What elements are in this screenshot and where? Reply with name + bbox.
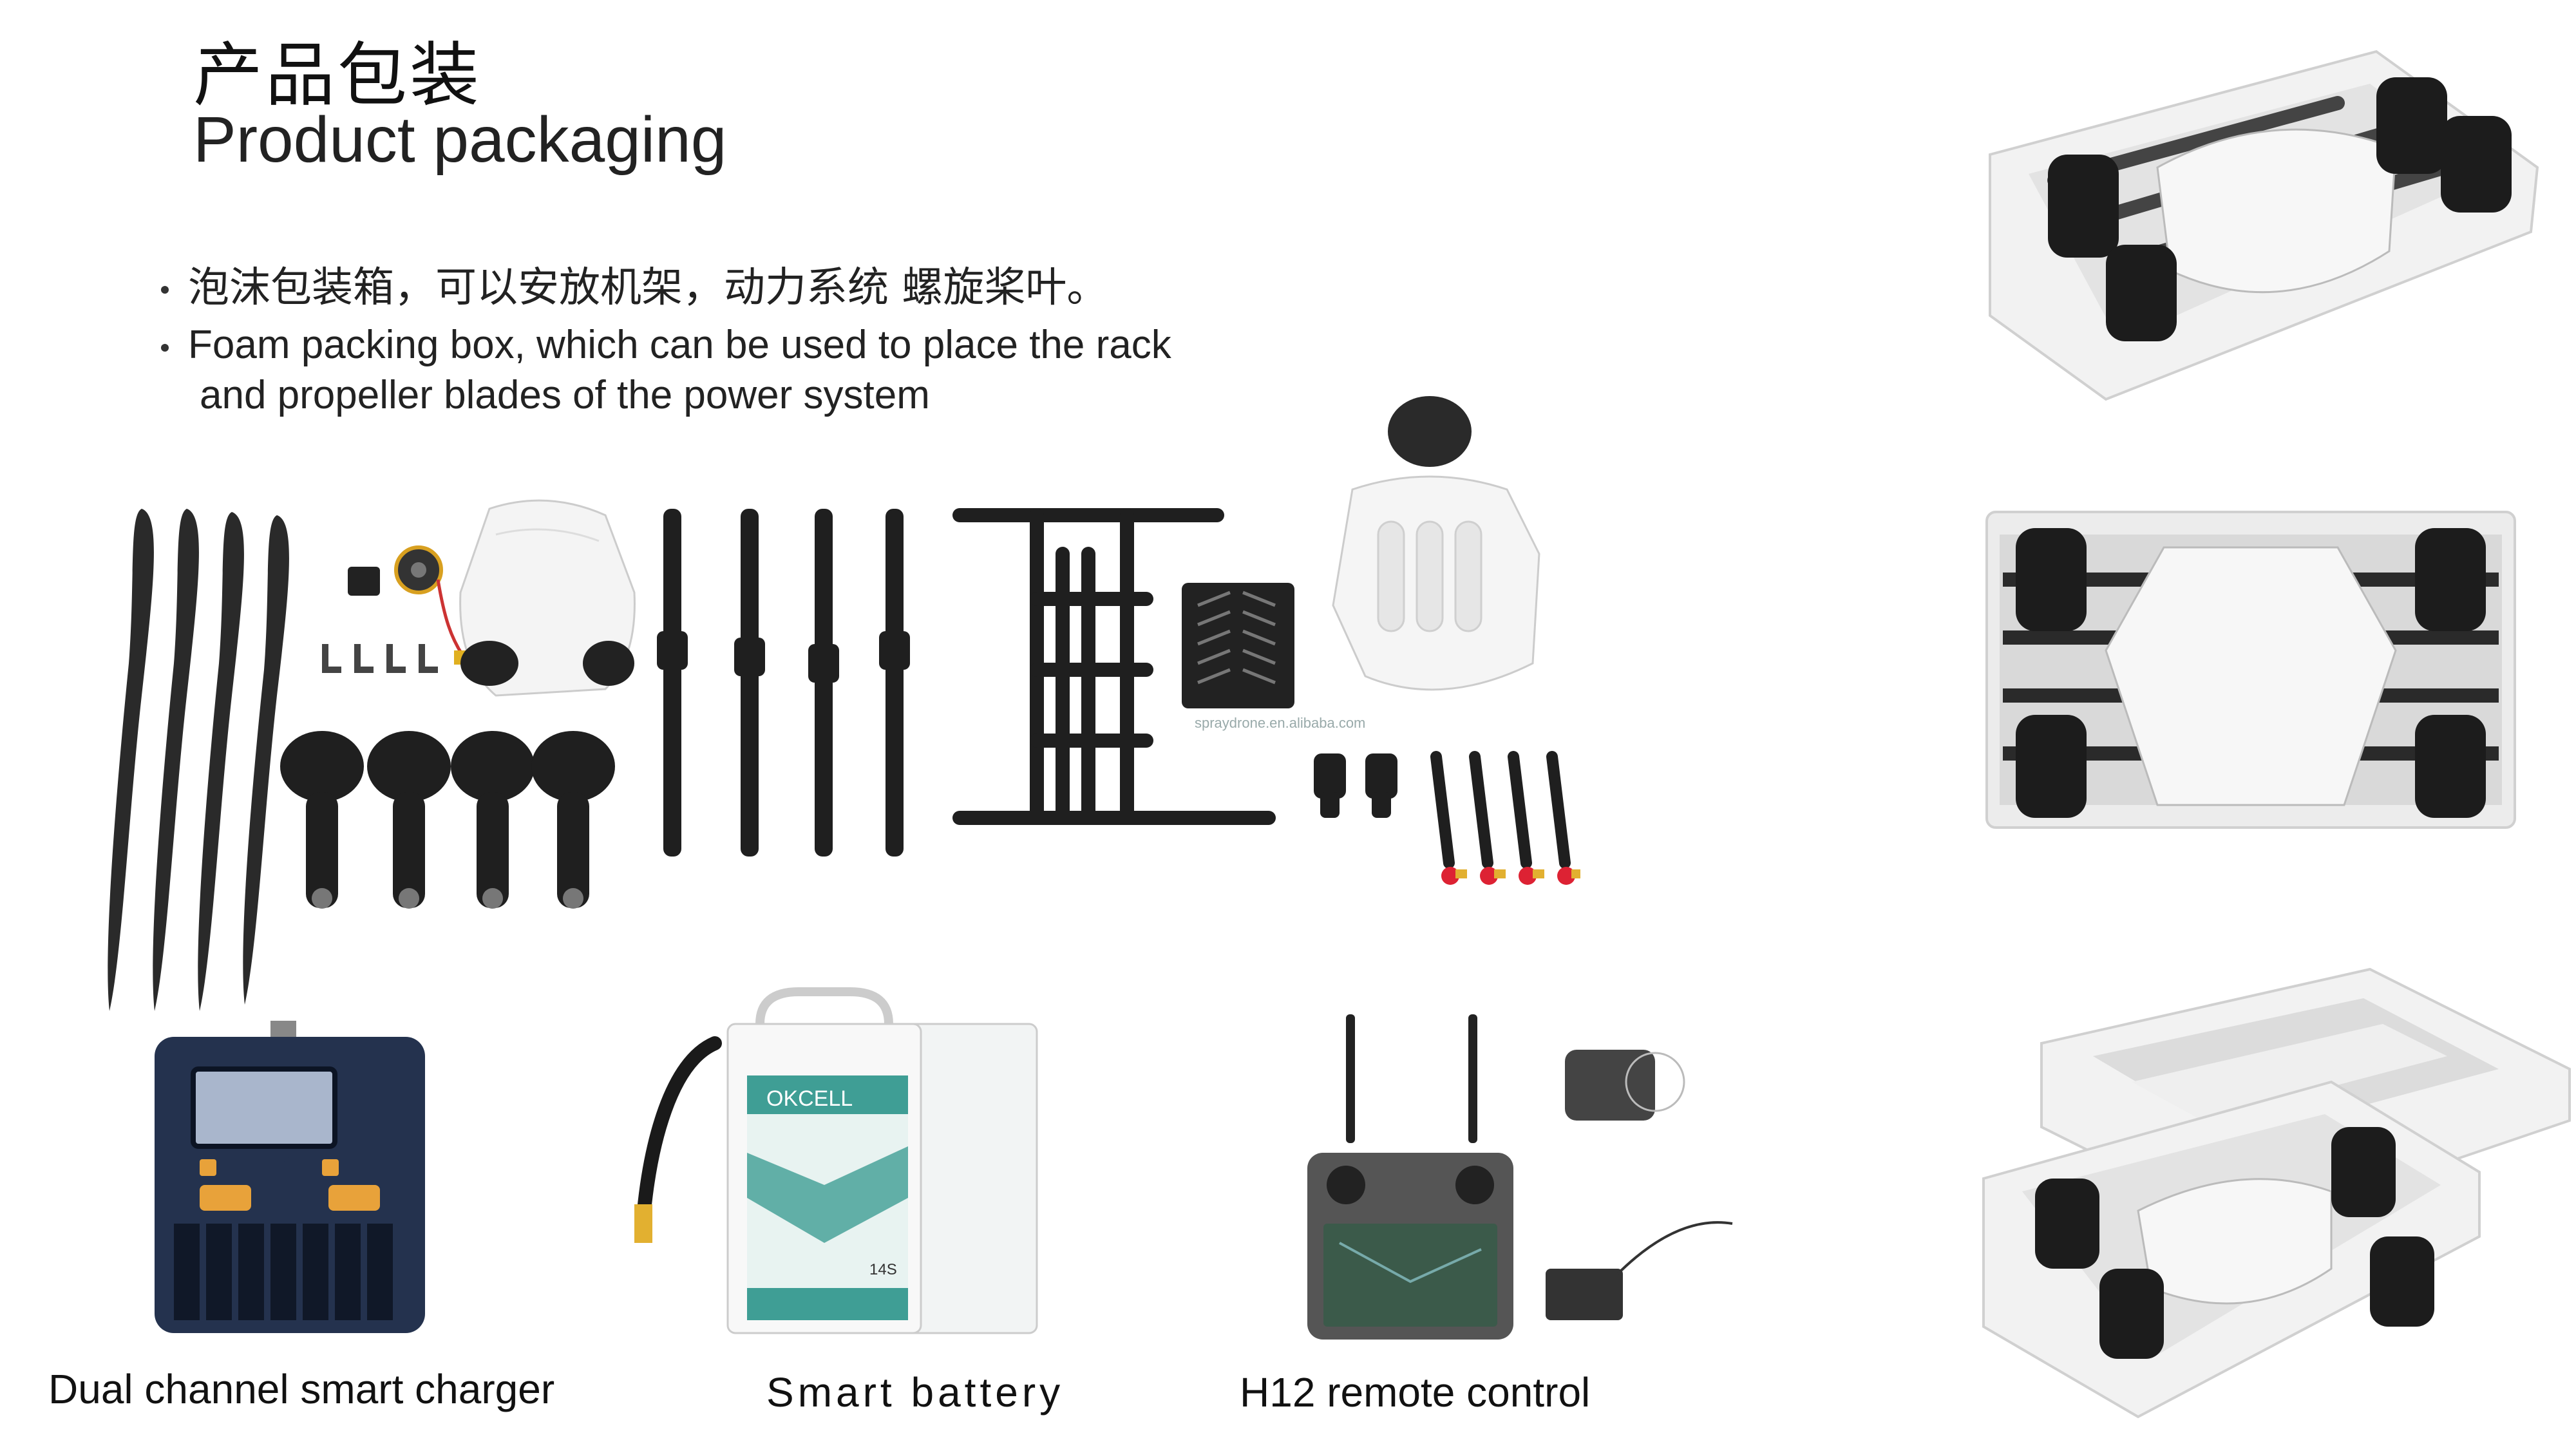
- motor-arms-image: [280, 731, 615, 909]
- battery-model: 14S: [869, 1261, 897, 1278]
- charger-image: M: [148, 1018, 431, 1340]
- arm-tubes-image: [657, 509, 910, 857]
- foam-box-flat-view-image: [1985, 511, 2516, 829]
- charger-label: M: [280, 1151, 292, 1168]
- page-title-cn: 产品包装: [193, 35, 482, 116]
- battery-caption: Smart battery: [766, 1369, 1065, 1416]
- landing-gear-image: [952, 508, 1276, 825]
- battery-brand: OKCELL: [766, 1086, 853, 1111]
- bullet-cn-text: 泡沫包装箱，可以安放机架，动力系统 螺旋桨叶。: [188, 264, 1108, 312]
- spray-tank-image: [1332, 396, 1540, 691]
- bullet-en: Foam packing box, which can be used to p…: [161, 322, 1171, 368]
- bullet-dot-icon: [161, 343, 169, 352]
- center-frame-shell-image: [459, 499, 636, 697]
- watermark-text: spraydrone.en.alibaba.com: [1195, 715, 1366, 731]
- charger-caption: Dual channel smart charger: [48, 1366, 555, 1412]
- carbon-plate-image: [1182, 583, 1294, 708]
- foam-box-top-view-image: [1989, 50, 2539, 401]
- connector-parts-image: [322, 545, 473, 673]
- foam-box-open-lid-image: [1982, 967, 2571, 1419]
- bullet-en-line2: and propeller blades of the power system: [200, 373, 930, 417]
- nozzles-image: [1314, 751, 1580, 885]
- propeller-blades-image: [108, 509, 289, 1011]
- bullet-cn: 泡沫包装箱，可以安放机架，动力系统 螺旋桨叶。: [161, 254, 1108, 314]
- remote-caption: H12 remote control: [1240, 1369, 1591, 1416]
- page-title-en: Product packaging: [193, 104, 727, 176]
- bullet-en-line1: Foam packing box, which can be used to p…: [188, 323, 1171, 367]
- remote-control-image: [1307, 1014, 1733, 1340]
- battery-image: OKCELL 14S: [631, 985, 1056, 1346]
- bullet-dot-icon: [161, 286, 169, 294]
